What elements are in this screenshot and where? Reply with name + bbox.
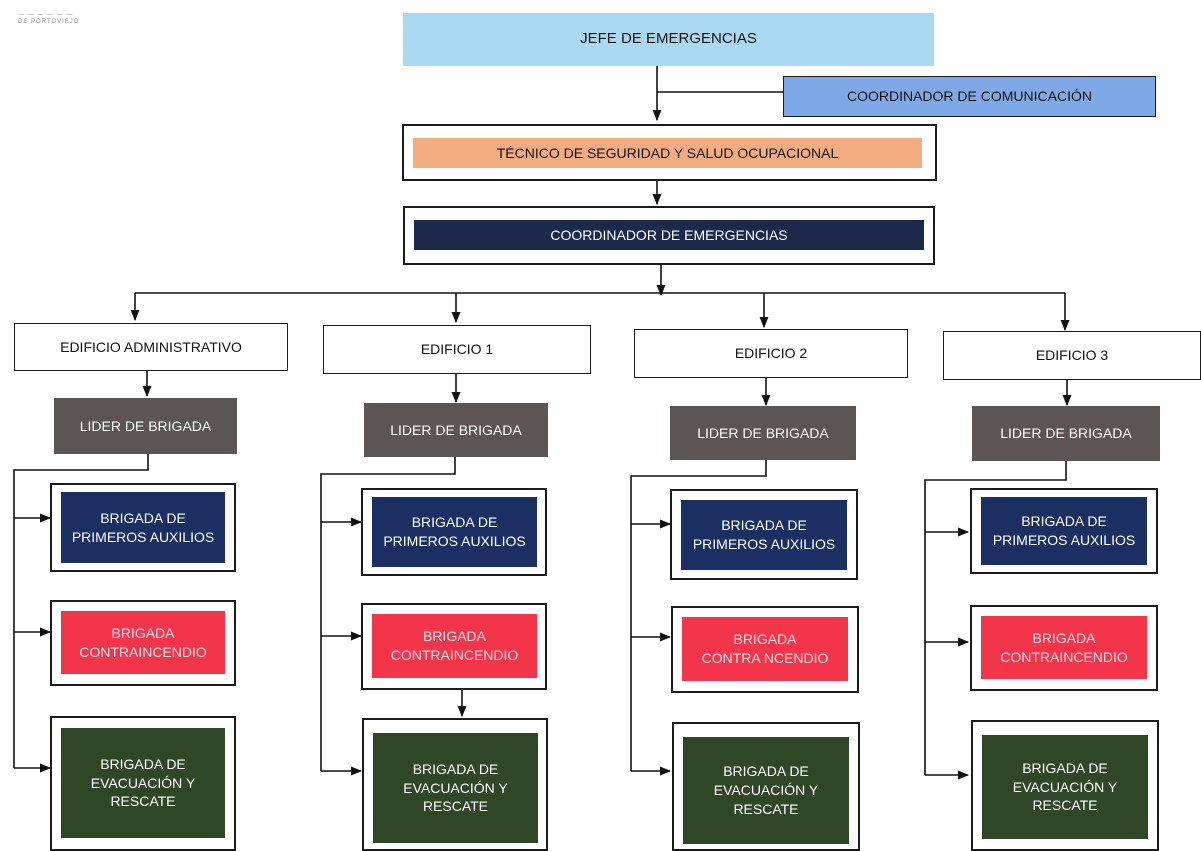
brigada-primeros-auxilios-label: BRIGADA DE PRIMEROS AUXILIOS <box>692 517 836 552</box>
tecnico-seguridad-label: TÉCNICO DE SEGURIDAD Y SALUD OCUPACIONAL <box>496 144 839 161</box>
lider-brigada-box: LIDER DE BRIGADA <box>364 403 548 457</box>
brigada-evacuacion-rescate-label: BRIGADA DE EVACUACIÓN Y RESCATE <box>90 755 196 810</box>
lider-brigada-box: LIDER DE BRIGADA <box>54 398 237 454</box>
edificio-administrativo-label: EDIFICIO ADMINISTRATIVO <box>60 338 242 355</box>
brigada-contraincendio-box: BRIGADA CONTRAINCENDIO <box>981 616 1147 679</box>
lider-brigada-label: LIDER DE BRIGADA <box>1000 425 1132 442</box>
lider-brigada-label: LIDER DE BRIGADA <box>697 424 829 441</box>
brigada-primeros-auxilios-label: BRIGADA DE PRIMEROS AUXILIOS <box>383 514 526 549</box>
coordinador-emergencias-box: COORDINADOR DE EMERGENCIAS <box>414 220 924 250</box>
edificio-administrativo-box: EDIFICIO ADMINISTRATIVO <box>14 323 288 371</box>
brigada-primeros-auxilios-box: BRIGADA DE PRIMEROS AUXILIOS <box>61 492 225 563</box>
brigada-contraincendio-box: BRIGADA CONTRAINCENDIO <box>61 611 225 674</box>
header-mark-line-1: — — — — — — <box>18 12 74 18</box>
brigada-primeros-auxilios-box: BRIGADA DE PRIMEROS AUXILIOS <box>981 497 1147 565</box>
brigada-evacuacion-rescate-label: BRIGADA DE EVACUACIÓN Y RESCATE <box>403 760 508 815</box>
brigada-primeros-auxilios-label: BRIGADA DE PRIMEROS AUXILIOS <box>71 509 215 545</box>
brigada-contraincendio-label: BRIGADA CONTRAINCENDIO <box>79 624 207 660</box>
brigada-evacuacion-rescate-box: BRIGADA DE EVACUACIÓN Y RESCATE <box>61 728 225 838</box>
institution-header-mark: — — — — — — DE PORTOVIEJO <box>18 12 79 26</box>
brigada-evacuacion-rescate-box: BRIGADA DE EVACUACIÓN Y RESCATE <box>982 735 1148 839</box>
coordinador-comunicacion-box: COORDINADOR DE COMUNICACIÓN <box>783 76 1156 117</box>
brigada-primeros-auxilios-label: BRIGADA DE PRIMEROS AUXILIOS <box>992 513 1136 548</box>
brigada-primeros-auxilios-box: BRIGADA DE PRIMEROS AUXILIOS <box>372 497 537 567</box>
brigada-contraincendio-label: BRIGADA CONTRA NCENDIO <box>701 631 829 666</box>
coordinador-emergencias-label: COORDINADOR DE EMERGENCIAS <box>550 226 788 243</box>
jefe-de-emergencias-box: JEFE DE EMERGENCIAS <box>403 13 934 66</box>
brigada-contraincendio-box: BRIGADA CONTRA NCENDIO <box>682 617 848 681</box>
brigada-contraincendio-label: BRIGADA CONTRAINCENDIO <box>1000 629 1128 665</box>
brigada-contraincendio-box: BRIGADA CONTRAINCENDIO <box>372 614 537 678</box>
brigada-contraincendio-label: BRIGADA CONTRAINCENDIO <box>390 628 519 663</box>
edificio-3-box: EDIFICIO 3 <box>943 331 1201 380</box>
lider-brigada-box: LIDER DE BRIGADA <box>670 406 856 460</box>
edificio-2-label: EDIFICIO 2 <box>734 345 808 362</box>
coordinador-comunicacion-label: COORDINADOR DE COMUNICACIÓN <box>846 88 1092 105</box>
brigada-evacuacion-rescate-label: BRIGADA DE EVACUACIÓN Y RESCATE <box>1012 759 1118 814</box>
tecnico-seguridad-box: TÉCNICO DE SEGURIDAD Y SALUD OCUPACIONAL <box>413 138 922 168</box>
edificio-1-label: EDIFICIO 1 <box>420 341 494 358</box>
brigada-evacuacion-rescate-label: BRIGADA DE EVACUACIÓN Y RESCATE <box>713 763 819 817</box>
brigada-evacuacion-rescate-box: BRIGADA DE EVACUACIÓN Y RESCATE <box>683 737 849 844</box>
jefe-de-emergencias-label: JEFE DE EMERGENCIAS <box>580 30 757 48</box>
brigada-primeros-auxilios-box: BRIGADA DE PRIMEROS AUXILIOS <box>681 500 847 570</box>
edificio-3-label: EDIFICIO 3 <box>1035 347 1109 364</box>
lider-brigada-label: LIDER DE BRIGADA <box>79 417 212 434</box>
edificio-1-box: EDIFICIO 1 <box>323 325 591 374</box>
brigada-evacuacion-rescate-box: BRIGADA DE EVACUACIÓN Y RESCATE <box>373 733 538 843</box>
lider-brigada-box: LIDER DE BRIGADA <box>972 406 1160 461</box>
header-mark-line-2: DE PORTOVIEJO <box>18 19 80 25</box>
lider-brigada-label: LIDER DE BRIGADA <box>390 421 522 438</box>
edificio-2-box: EDIFICIO 2 <box>634 329 908 378</box>
